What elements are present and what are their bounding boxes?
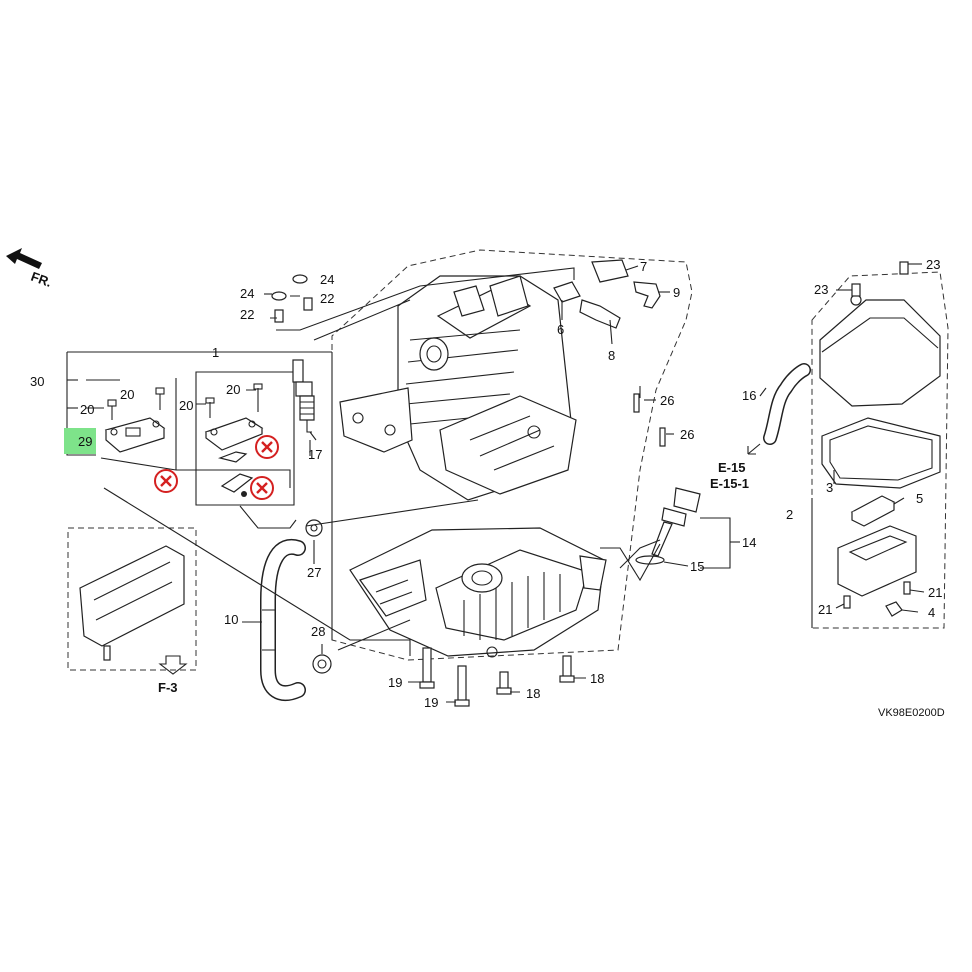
bolts-18-19[interactable] [419,647,575,707]
callout-18-b: 18 [590,671,604,686]
callout-21-b: 21 [818,602,832,617]
leader-lines [86,263,925,703]
callout-9: 9 [673,285,680,300]
cover-plate[interactable] [79,545,185,661]
engine-outline-frame [331,249,693,661]
callout-20-a: 20 [120,387,134,402]
hose-10[interactable] [260,538,306,702]
unavailable-mark-3 [250,476,274,500]
reference-f3[interactable]: F-3 [158,680,178,695]
callout-15: 15 [690,559,704,574]
pins-26[interactable] [633,393,666,447]
callout-22-a: 22 [240,307,254,322]
spark-plug-17[interactable] [292,359,317,441]
callout-23-b: 23 [814,282,828,297]
callout-19-a: 19 [388,675,402,690]
insulator-5[interactable] [850,495,896,527]
head-cover-frame [811,271,949,629]
breather-cover-parts[interactable] [204,383,264,497]
breather-plate-29[interactable] [104,387,166,453]
callout-30: 30 [30,374,44,389]
part-29-highlight[interactable] [64,428,96,454]
callout-24-a: 24 [240,286,254,301]
head-cover[interactable] [819,261,941,407]
callout-20-b: 20 [80,402,94,417]
callout-14: 14 [742,535,756,550]
front-label: FR. [29,269,54,290]
block-arm[interactable] [339,387,413,453]
callout-26-b: 26 [680,427,694,442]
cylinder-block[interactable] [397,275,577,501]
dipstick-14-15[interactable] [635,487,731,569]
callout-22-b: 22 [320,291,334,306]
callout-4: 4 [928,605,935,620]
e15-arrow-icon [747,443,761,455]
crankcase[interactable] [349,527,607,658]
callout-2: 2 [786,507,793,522]
f3-arrow-icon [158,655,188,675]
cover-f3-frame [67,527,197,671]
breather-valve-block[interactable] [837,525,917,617]
callout-23-a: 23 [926,257,940,272]
callout-8: 8 [608,348,615,363]
callout-28: 28 [311,624,325,639]
callout-1: 1 [212,345,219,360]
gasket-3[interactable] [821,417,941,489]
hose-16[interactable] [763,363,811,445]
clamp-27[interactable] [305,519,323,537]
callout-20-d: 20 [179,398,193,413]
group-30-bracket [66,351,332,471]
callout-19-b: 19 [424,695,438,710]
callout-17: 17 [308,447,322,462]
unavailable-mark-1 [154,469,178,493]
callout-21-a: 21 [928,585,942,600]
callout-27: 27 [307,565,321,580]
reference-e15[interactable]: E-15 [718,460,745,475]
unavailable-mark-2 [255,435,279,459]
callout-5: 5 [916,491,923,506]
callout-18-a: 18 [526,686,540,701]
front-direction-arrow-icon [6,248,42,269]
callout-24-b: 24 [320,272,334,287]
callout-20-c: 20 [226,382,240,397]
callout-29[interactable]: 29 [78,434,92,449]
clamp-28[interactable] [312,654,332,674]
callout-16: 16 [742,388,756,403]
callout-6: 6 [557,322,564,337]
callout-26-a: 26 [660,393,674,408]
bolt-22-24-set[interactable] [271,274,313,323]
breather-group-bracket [195,371,295,506]
reference-e15-1[interactable]: E-15-1 [710,476,749,491]
callout-3: 3 [826,480,833,495]
callout-10: 10 [224,612,238,627]
callout-7: 7 [640,259,647,274]
diagram-code: VK98E0200D [878,707,945,719]
